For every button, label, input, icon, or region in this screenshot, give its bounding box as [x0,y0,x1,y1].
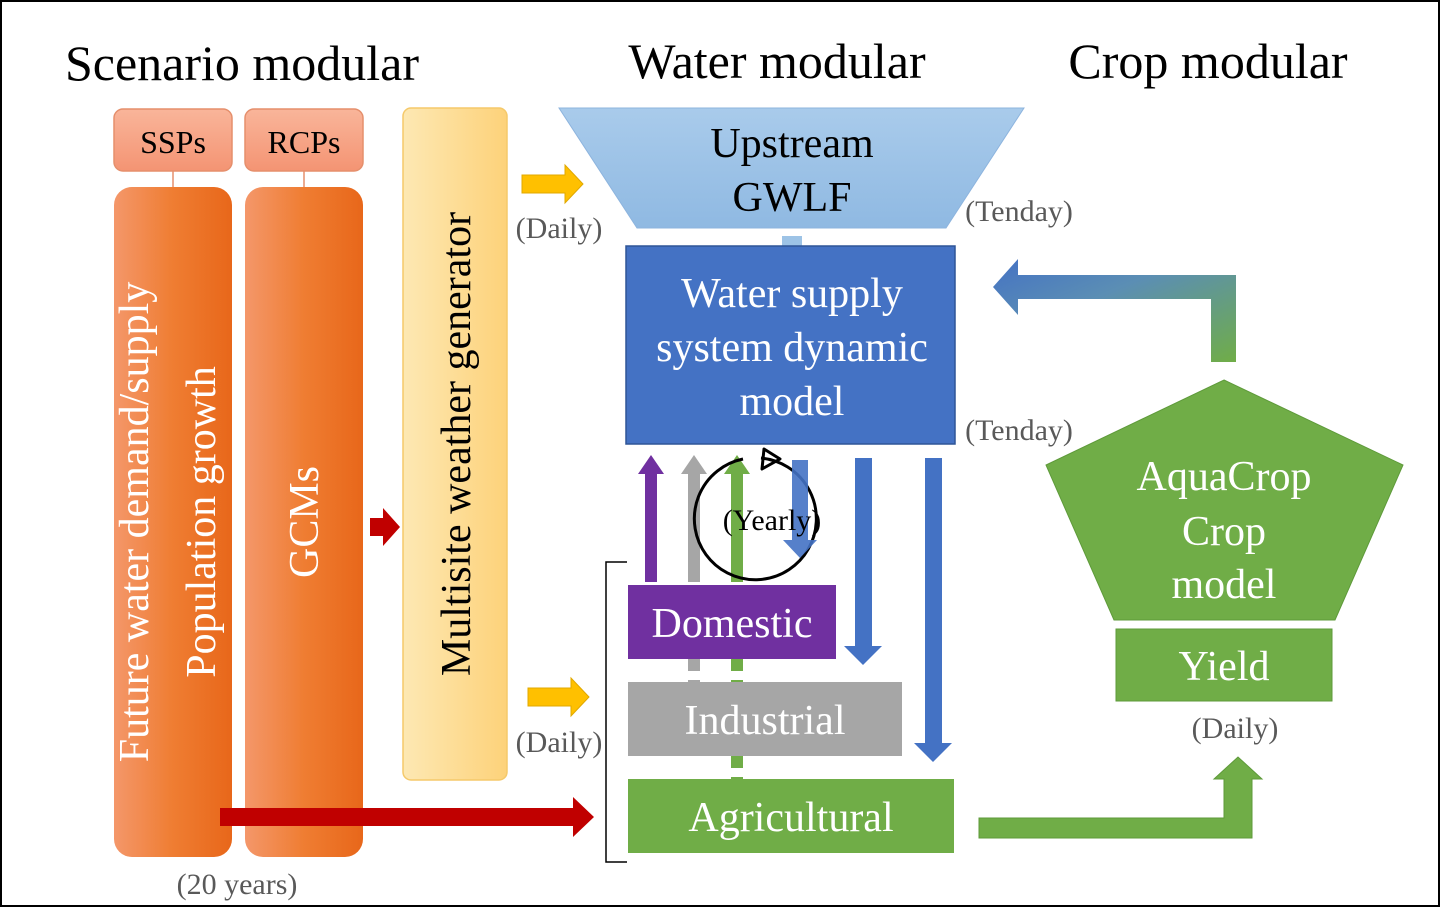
yearly-label: (Yearly) [723,504,822,537]
crop-daily-label: (Daily) [1192,712,1279,745]
gcms-to-weather-arrow [370,508,400,546]
domestic-box: Domestic [628,585,836,659]
industrial-box: Industrial [628,682,902,756]
yield-label: Yield [1179,644,1270,690]
supply-label-line2: system dynamic [656,325,928,371]
future-demand-bar: Future water demand/supply Population gr… [112,187,232,857]
population-growth-label: Population growth [179,366,225,678]
twenty-years-label: (20 years) [177,868,298,901]
sector-bracket [605,561,627,863]
supply-label-line3: model [740,379,845,425]
agricultural-to-crop-arrow [978,756,1264,839]
domestic-up-arrow [638,455,664,582]
demand-to-agricultural-arrow [220,797,594,837]
gcms-label: GCMs [282,466,328,578]
yield-box: Yield [1115,628,1333,702]
scenario-modular-header: Scenario modular [65,35,419,91]
daily-bottom-arrow [527,676,590,718]
weather-generator-label: Multisite weather generator [434,212,480,676]
supply-label-line1: Water supply [681,271,903,317]
water-modular-header: Water modular [628,33,926,89]
tenday-mid-label: (Tenday) [965,414,1073,447]
supply-to-agricultural-arrow [914,458,952,762]
crop-modular-header: Crop modular [1068,33,1347,89]
daily-bottom-label: (Daily) [516,726,603,759]
ssps-box: SSPs [113,108,233,172]
aquacrop-pentagon: AquaCrop Crop model [1045,379,1404,621]
aquacrop-label-line2: Crop [1182,509,1266,555]
upstream-label: Upstream [710,121,874,167]
rcps-label: RCPs [268,124,341,160]
crop-to-supply-feedback-arrow [993,259,1236,362]
agricultural-up-arrow [724,455,750,582]
daily-top-label: (Daily) [516,212,603,245]
future-demand-label: Future water demand/supply [112,282,158,763]
ssps-label: SSPs [140,124,206,160]
aquacrop-label-line1: AquaCrop [1137,454,1312,500]
supply-to-industrial-arrow [844,458,882,665]
agricultural-box: Agricultural [628,779,954,853]
gcms-bar: GCMs [245,187,363,857]
agricultural-label: Agricultural [688,795,893,841]
rcps-box: RCPs [244,108,364,172]
aquacrop-label-line3: model [1172,562,1277,608]
weather-generator-bar: Multisite weather generator [402,107,508,781]
supply-to-domestic-arrow [783,460,817,558]
domestic-label: Domestic [652,601,813,647]
upstream-gwlf-trapezoid: Upstream GWLF [558,107,1025,229]
daily-top-arrow [521,163,584,205]
industrial-label: Industrial [685,698,846,744]
water-supply-model-box: Water supply system dynamic model [625,245,956,445]
gwlf-label: GWLF [733,175,852,221]
tenday-top-label: (Tenday) [965,195,1073,228]
